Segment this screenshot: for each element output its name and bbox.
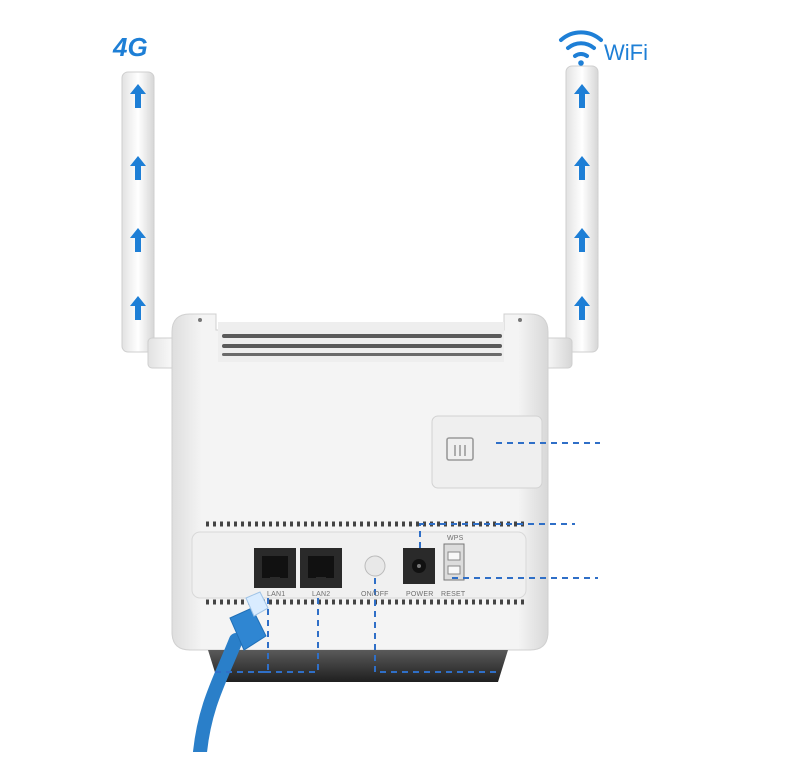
router-stand: [208, 650, 508, 682]
router-body: [171, 313, 549, 682]
sim-slot-cover: [431, 415, 543, 489]
power-switch-button: [364, 555, 386, 577]
arrow-up-icon: [574, 84, 590, 320]
power-jack: [403, 548, 435, 584]
reset-label: RESET: [441, 591, 466, 598]
lan1-label: LAN1: [267, 591, 286, 598]
sim-card-icon: [446, 437, 474, 461]
lan2-label: LAN2: [312, 591, 331, 598]
wps-reset-buttons: [443, 543, 465, 581]
ethernet-cable: [193, 591, 269, 757]
port-panel: [191, 531, 527, 599]
wps-label: WPS: [447, 535, 464, 542]
antenna-wifi-label: WiFi: [604, 40, 648, 65]
arrow-up-icon: [130, 84, 146, 320]
power-label: POWER: [406, 591, 434, 598]
on-off-label: ON/OFF: [361, 591, 389, 598]
wifi-signal-icon: [559, 30, 603, 66]
antenna-4g-label: 4G: [113, 32, 148, 62]
top-vents: [222, 334, 502, 356]
lan-port-2: [300, 548, 342, 588]
callout-lines: [212, 442, 600, 673]
lan-port-1: [254, 548, 296, 588]
